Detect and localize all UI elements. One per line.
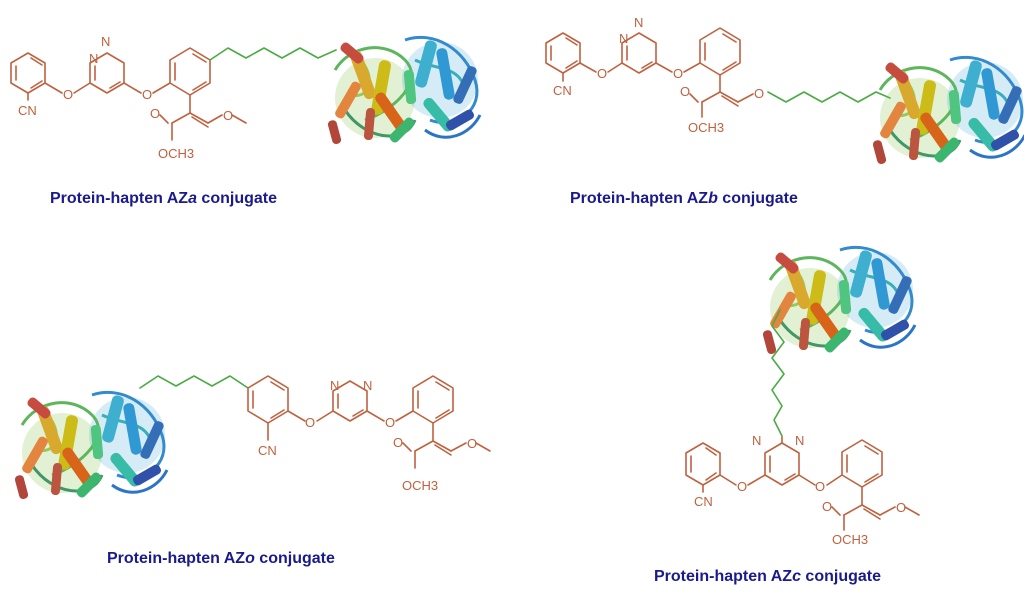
atom-cn: CN bbox=[258, 443, 277, 458]
caption-aza: Protein-hapten AZa conjugate bbox=[50, 190, 277, 207]
atom-n: N bbox=[89, 51, 98, 66]
linker-chain-aza bbox=[209, 47, 337, 61]
protein-structure-aza bbox=[325, 35, 482, 147]
atom-o: O bbox=[385, 415, 395, 430]
atom-och3: OCH3 bbox=[832, 532, 868, 547]
atom-o: O bbox=[150, 106, 160, 121]
linker-chain-azo bbox=[139, 375, 249, 389]
atom-o: O bbox=[305, 415, 315, 430]
atom-n: N bbox=[752, 433, 761, 448]
protein-structure-azo bbox=[12, 390, 169, 502]
atom-o: O bbox=[142, 87, 152, 102]
caption-azb: Protein-hapten AZb conjugate bbox=[570, 190, 798, 207]
atom-o: O bbox=[63, 87, 73, 102]
atom-cn: CN bbox=[694, 494, 713, 509]
hapten-azo-structure: N N O O CN O O OCH3 bbox=[247, 375, 491, 493]
atom-och3: OCH3 bbox=[688, 120, 724, 135]
atom-o: O bbox=[467, 436, 477, 451]
linker-chain-azc bbox=[771, 309, 785, 437]
atom-n: N bbox=[619, 31, 628, 46]
atom-n: N bbox=[795, 433, 804, 448]
atom-n: N bbox=[634, 15, 643, 30]
atom-n: N bbox=[363, 378, 372, 393]
atom-o: O bbox=[393, 435, 403, 450]
atom-o: O bbox=[815, 479, 825, 494]
atom-och3: OCH3 bbox=[158, 146, 194, 161]
atom-o: O bbox=[673, 66, 683, 81]
atom-n: N bbox=[101, 34, 110, 49]
atom-o: O bbox=[223, 108, 233, 123]
hapten-aza-structure: N N O O CN O O OCH3 bbox=[10, 34, 247, 161]
atom-o: O bbox=[737, 479, 747, 494]
protein-structure-azb bbox=[870, 55, 1024, 167]
hapten-azb-structure: N N O O CN O O OCH3 bbox=[545, 15, 764, 135]
atom-och3: OCH3 bbox=[402, 478, 438, 493]
atom-n: N bbox=[330, 378, 339, 393]
atom-o: O bbox=[680, 84, 690, 99]
atom-o: O bbox=[597, 66, 607, 81]
linker-chain-azb bbox=[767, 91, 891, 103]
hapten-azc-structure: N N O O CN O O OCH3 bbox=[685, 433, 920, 547]
atom-o: O bbox=[754, 86, 764, 101]
atom-cn: CN bbox=[18, 103, 37, 118]
caption-azc: Protein-hapten AZc conjugate bbox=[654, 568, 881, 585]
atom-cn: CN bbox=[553, 83, 572, 98]
caption-azo: Protein-hapten AZo conjugate bbox=[107, 550, 335, 567]
protein-structure-azc bbox=[760, 245, 917, 357]
atom-o: O bbox=[822, 499, 832, 514]
atom-o: O bbox=[896, 500, 906, 515]
